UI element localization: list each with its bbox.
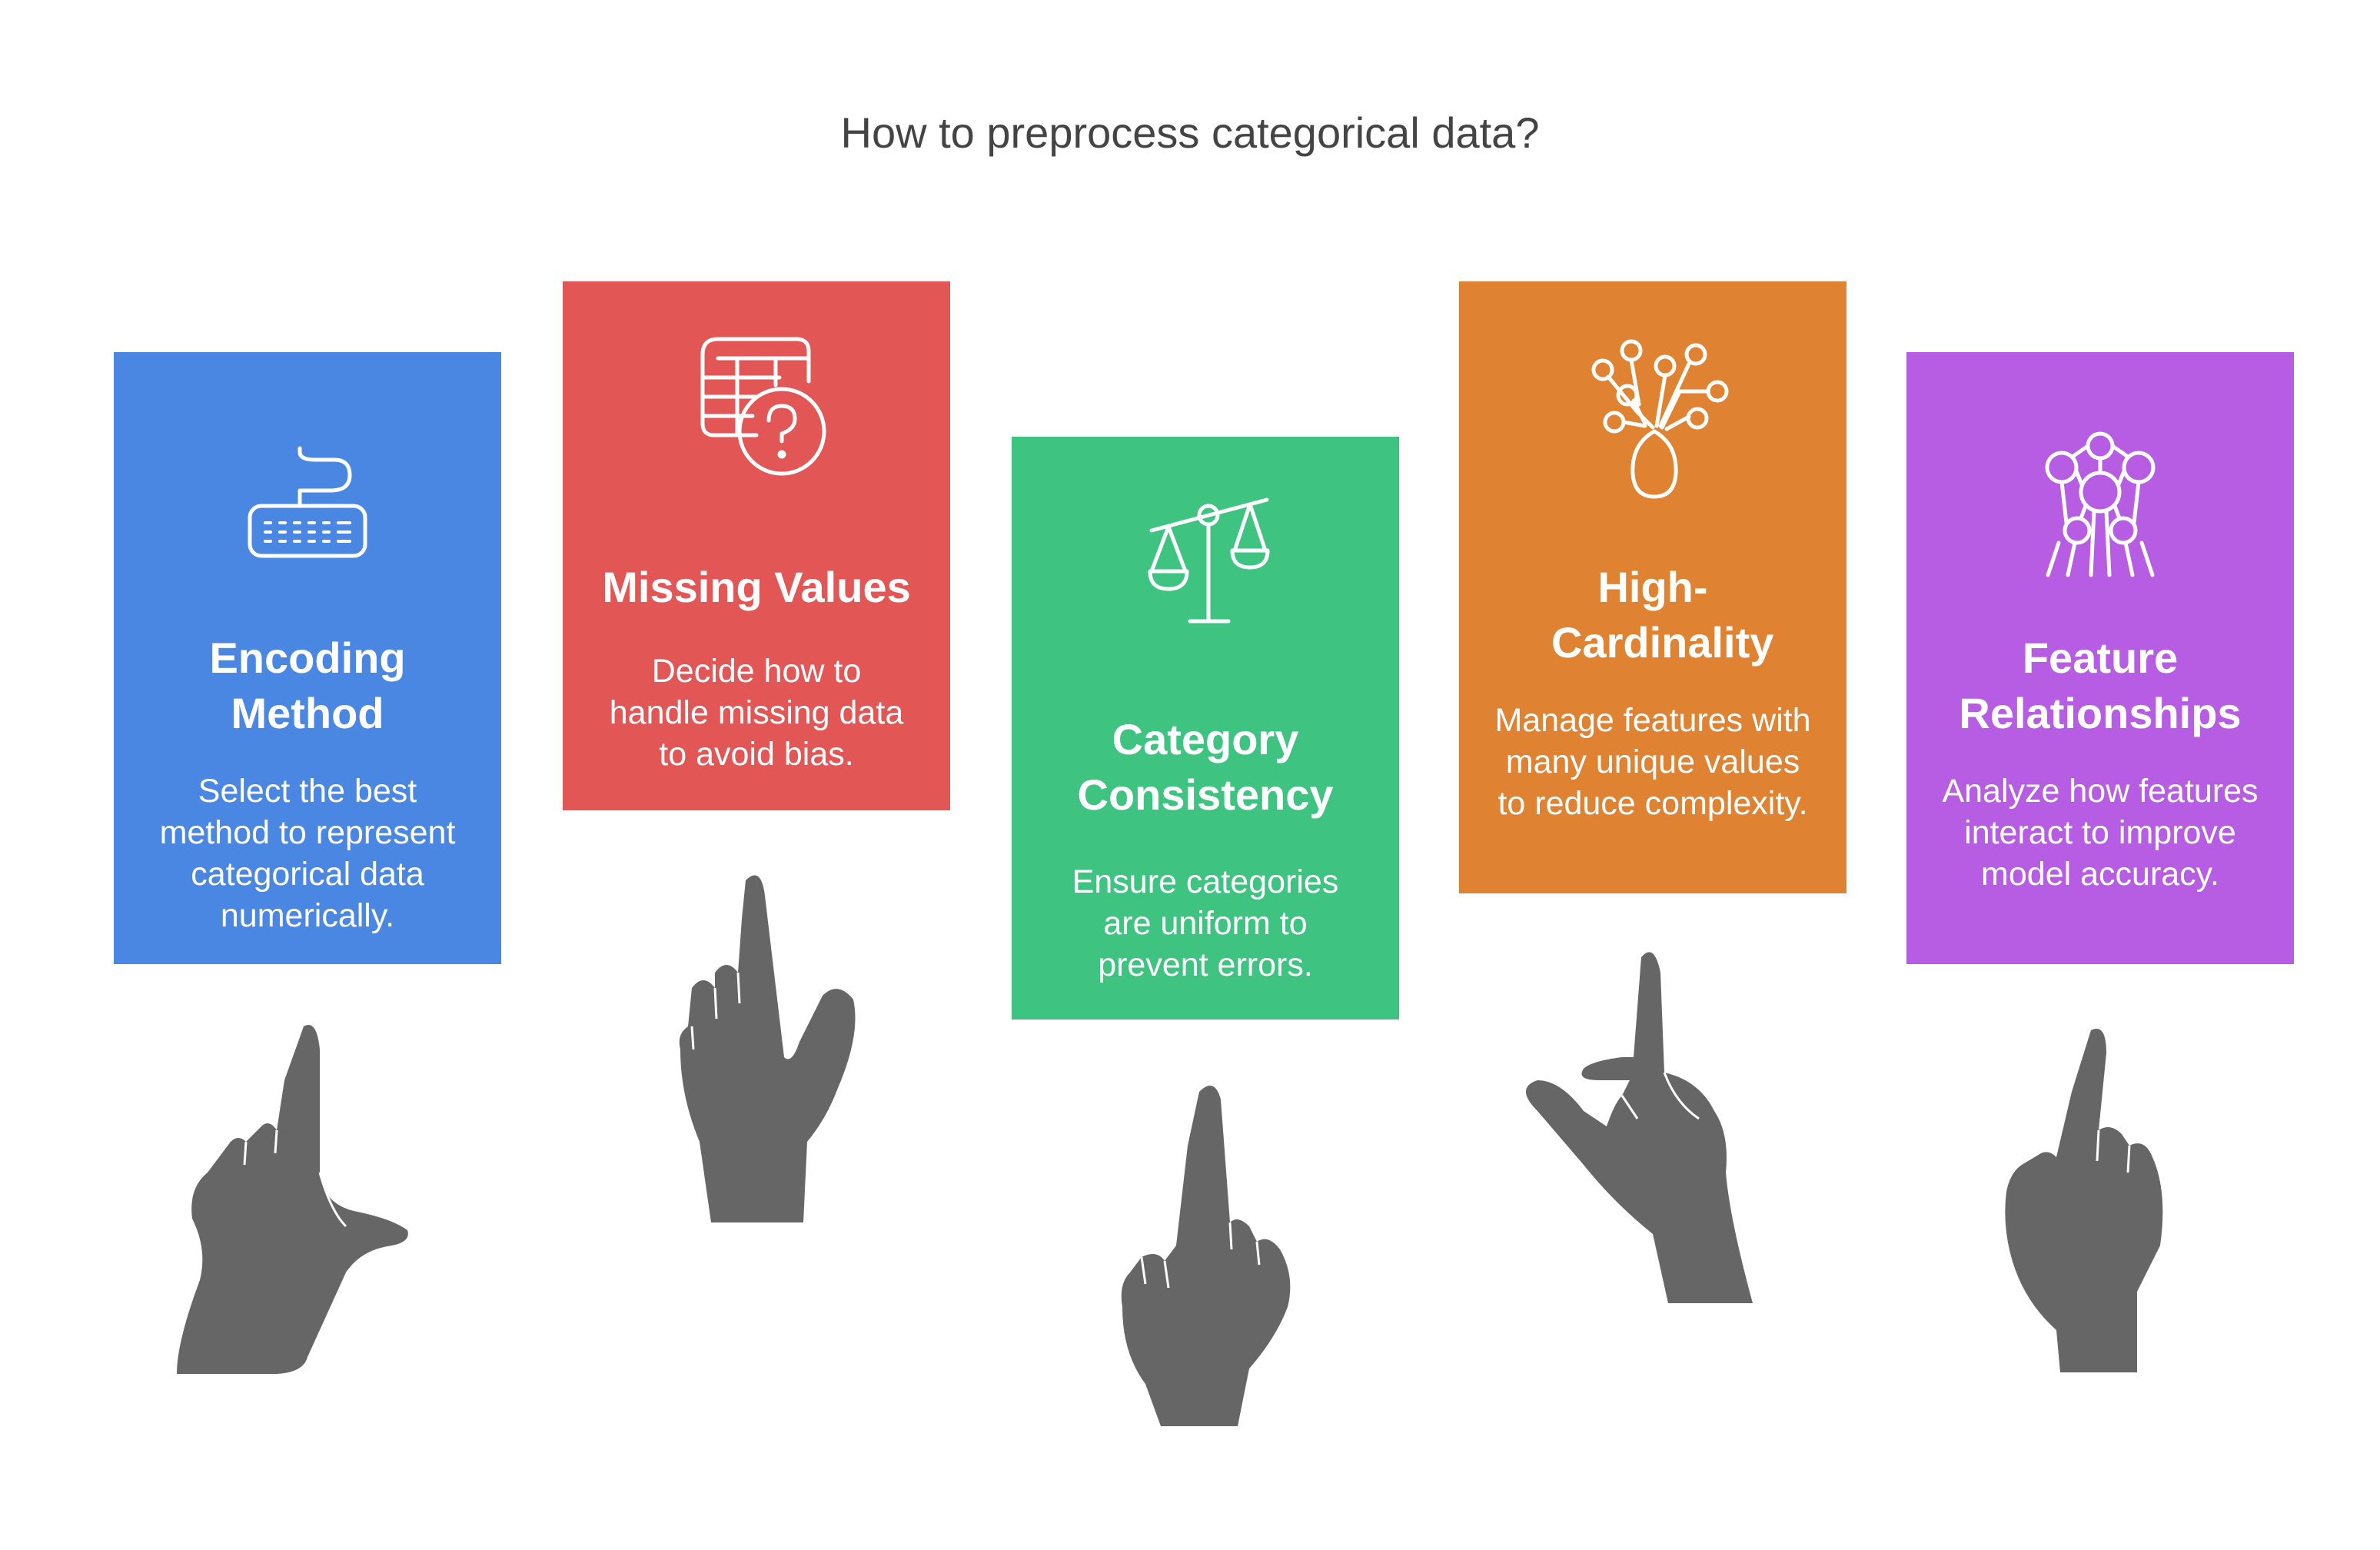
table-question-icon (563, 312, 950, 497)
card-encoding-method: Encoding Method Select the best method t… (114, 352, 501, 964)
pointing-hand-icon (169, 1019, 415, 1380)
card-heading: Encoding Method (209, 634, 406, 737)
card-heading: Missing Values (602, 563, 911, 611)
card-description: Analyze how features interact to improve… (1942, 773, 2259, 893)
molecule-network-icon (1906, 391, 2294, 577)
card-description: Select the best method to represent cate… (159, 773, 456, 934)
balance-scale-icon (1012, 467, 1399, 652)
card-heading: Category Consistency (1077, 715, 1334, 819)
branching-tree-icon (1459, 312, 1846, 499)
pointing-hand-icon (676, 865, 861, 1226)
card-high-cardinality: High-Cardinality Manage features with ma… (1459, 281, 1846, 893)
pointing-hand-icon (1522, 942, 1760, 1311)
card-heading: Feature Relationships (1959, 634, 2242, 737)
card-description: Manage features with many unique values … (1494, 702, 1811, 822)
card-description: Decide how to handle missing data to avo… (609, 653, 904, 773)
pointing-hand-icon (1999, 1023, 2191, 1376)
card-missing-values: Missing Values Decide how to handle miss… (563, 281, 950, 810)
page-title: How to preprocess categorical data? (840, 108, 1540, 157)
card-description: Ensure categories are uniform to prevent… (1072, 863, 1339, 983)
pointing-hand-icon (1115, 1076, 1307, 1430)
card-feature-relationships: Feature Relationships Analyze how featur… (1906, 352, 2294, 964)
keyboard-icon (114, 391, 501, 575)
card-heading: High-Cardinality (1551, 563, 1774, 667)
card-category-consistency: Category Consistency Ensure categories a… (1012, 437, 1399, 1019)
